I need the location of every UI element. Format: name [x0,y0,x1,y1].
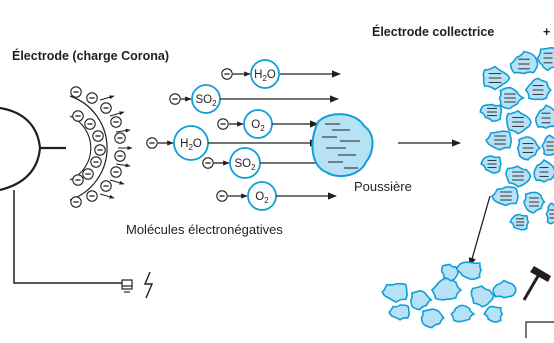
molecule-electron [217,191,227,201]
molecule-o2: O2 [218,110,318,138]
corona-electron [93,131,103,141]
collected-dust-particle [518,137,540,160]
fallen-dust-particle [382,284,407,302]
molecules-label: Molécules électronégatives [126,222,283,237]
electron-arrow [100,194,114,198]
collected-dust-particle [536,105,554,128]
molecule-so2: SO2 [203,148,328,178]
hammer-icon [524,266,551,300]
fallen-dust-particle [484,307,502,322]
dust-particle-main [312,114,372,176]
collected-dust-particle [481,156,501,173]
corona-electron [115,151,125,161]
collected-dust-particle [534,160,554,182]
collected-dust-particle [524,192,544,212]
corona-electron [73,175,83,185]
molecule-electron [222,69,232,79]
collected-dust-particle [507,111,531,134]
corona-electrons [71,87,132,207]
corona-electron [101,103,111,113]
corona-electron [71,87,81,97]
corona-electron [115,133,125,143]
collected-dust [480,48,554,230]
corona-electron [91,157,101,167]
fallen-dust-particle [456,262,481,279]
corona-electron [87,191,97,201]
corona-electron [73,111,83,121]
molecule-electron [170,94,180,104]
fallen-dust-particle [442,264,459,280]
fallen-dust-particle [389,305,409,320]
electron-arrow [116,164,130,166]
molecule-o2: O2 [217,182,336,210]
collector-electrode-title: Électrode collectrice [372,24,494,39]
molecule-electron [147,138,157,148]
molecule-electron [203,158,213,168]
collected-dust-particle [511,52,538,74]
electron-arrow [116,130,130,132]
fallen-dust-particle [451,305,474,321]
electron-arrow [110,112,124,116]
collected-dust-particle [546,203,554,223]
electron-arrow [100,96,114,100]
fallen-dust-particle [421,309,443,328]
fallen-dust-particle [411,291,431,310]
corona-electron [87,93,97,103]
molecule-h2o: H2O [222,60,340,88]
electron-arrow [110,180,124,184]
corona-electron [71,197,81,207]
corona-electrode-title: Électrode (charge Corona) [12,48,169,63]
fallen-dust-particle [471,286,493,307]
collected-dust-particle [500,88,524,109]
molecule-electron [218,119,228,129]
collected-dust-particle [486,131,511,150]
molecule-so2: SO2 [170,85,338,113]
dust-label: Poussière [354,179,412,194]
fallen-dust [382,262,516,327]
collected-dust-particle [542,135,554,155]
collected-dust-particle [506,166,530,187]
collected-dust-particle [483,67,509,90]
corona-electron [111,167,121,177]
corona-electron [85,119,95,129]
collected-dust-particle [510,215,528,230]
ground-icon [122,280,132,292]
collected-dust-particle [538,48,554,70]
fallen-dust-particle [493,280,516,297]
arrow-to-fallen-dust [470,196,490,266]
collector-plate-corner [526,322,554,338]
corona-electron [83,169,93,179]
corona-electron [111,117,121,127]
collected-dust-particle [492,187,518,206]
collector-sign: + [543,25,550,39]
collected-dust-particle [480,105,501,122]
collected-dust-particle [526,78,551,99]
corona-electron [101,181,111,191]
corona-electron [95,145,105,155]
lightning-icon [145,272,152,298]
fallen-dust-particle [432,278,461,300]
